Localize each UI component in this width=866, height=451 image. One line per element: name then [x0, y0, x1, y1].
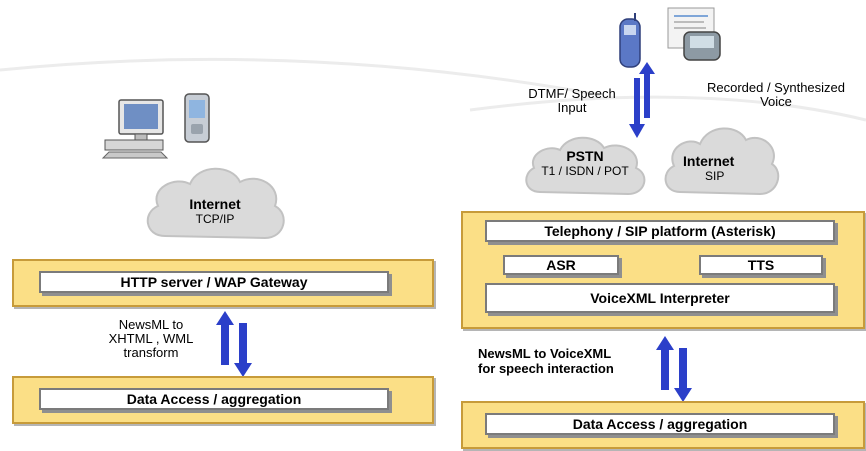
voicexml-interpreter-box: VoiceXML Interpreter — [485, 283, 835, 313]
pstn-cloud-label: PSTN T1 / ISDN / POT — [525, 148, 645, 178]
dtmf-line-2: Input — [557, 100, 587, 115]
recorded-line-2: Voice — [760, 94, 792, 109]
cloud-subtitle: TCP/IP — [195, 212, 235, 226]
recorded-voice-label: Recorded / Synthesized Voice — [688, 81, 864, 109]
sip-cloud-label: Internet SIP — [665, 153, 745, 183]
newsml-line-2: for speech interaction — [478, 361, 614, 376]
asr-box: ASR — [503, 255, 619, 275]
cloud-icon — [525, 136, 646, 196]
dtmf-line-1: DTMF/ Speech — [528, 86, 616, 101]
cloud-icon — [146, 167, 285, 240]
http-server-box: HTTP server / WAP Gateway — [39, 271, 389, 293]
transform-line-1: NewsML to — [118, 317, 184, 332]
voice-platform-panel: Telephony / SIP platform (Asterisk) ASR … — [461, 211, 865, 329]
right-data-panel: Data Access / aggregation — [461, 401, 865, 449]
transform-line-3: transform — [123, 345, 179, 360]
recorded-line-1: Recorded / Synthesized — [706, 80, 846, 95]
pda-icon — [184, 93, 210, 143]
dtmf-speech-label: DTMF/ Speech Input — [512, 87, 632, 115]
transform-line-2: XHTML , WML — [108, 331, 194, 346]
bidirectional-arrow-icon — [629, 62, 655, 138]
newsml-voicexml-label: NewsML to VoiceXML for speech interactio… — [478, 346, 668, 376]
http-panel: HTTP server / WAP Gateway — [12, 259, 434, 307]
telephony-box: Telephony / SIP platform (Asterisk) — [485, 220, 835, 242]
newsml-line-1: NewsML to VoiceXML — [478, 346, 612, 361]
internet-title: Internet — [683, 153, 735, 169]
left-data-access-box: Data Access / aggregation — [39, 388, 389, 410]
left-data-panel: Data Access / aggregation — [12, 376, 434, 424]
tts-box: TTS — [699, 255, 823, 275]
cloud-icon — [664, 127, 780, 196]
cloud-title: Internet — [189, 196, 241, 212]
pstn-title: PSTN — [566, 148, 604, 164]
internet-subtitle: SIP — [705, 169, 725, 183]
computer-icon — [101, 99, 169, 159]
transform-label: NewsML to XHTML , WML transform — [96, 318, 206, 360]
mobile-phone-icon — [619, 13, 641, 68]
voice-device-icon — [667, 7, 721, 61]
bidirectional-arrow-icon — [656, 336, 692, 402]
pstn-subtitle: T1 / ISDN / POT — [541, 164, 629, 178]
right-data-access-box: Data Access / aggregation — [485, 413, 835, 435]
internet-cloud-label: Internet TCP/IP — [160, 196, 270, 226]
bidirectional-arrow-icon — [216, 311, 252, 377]
